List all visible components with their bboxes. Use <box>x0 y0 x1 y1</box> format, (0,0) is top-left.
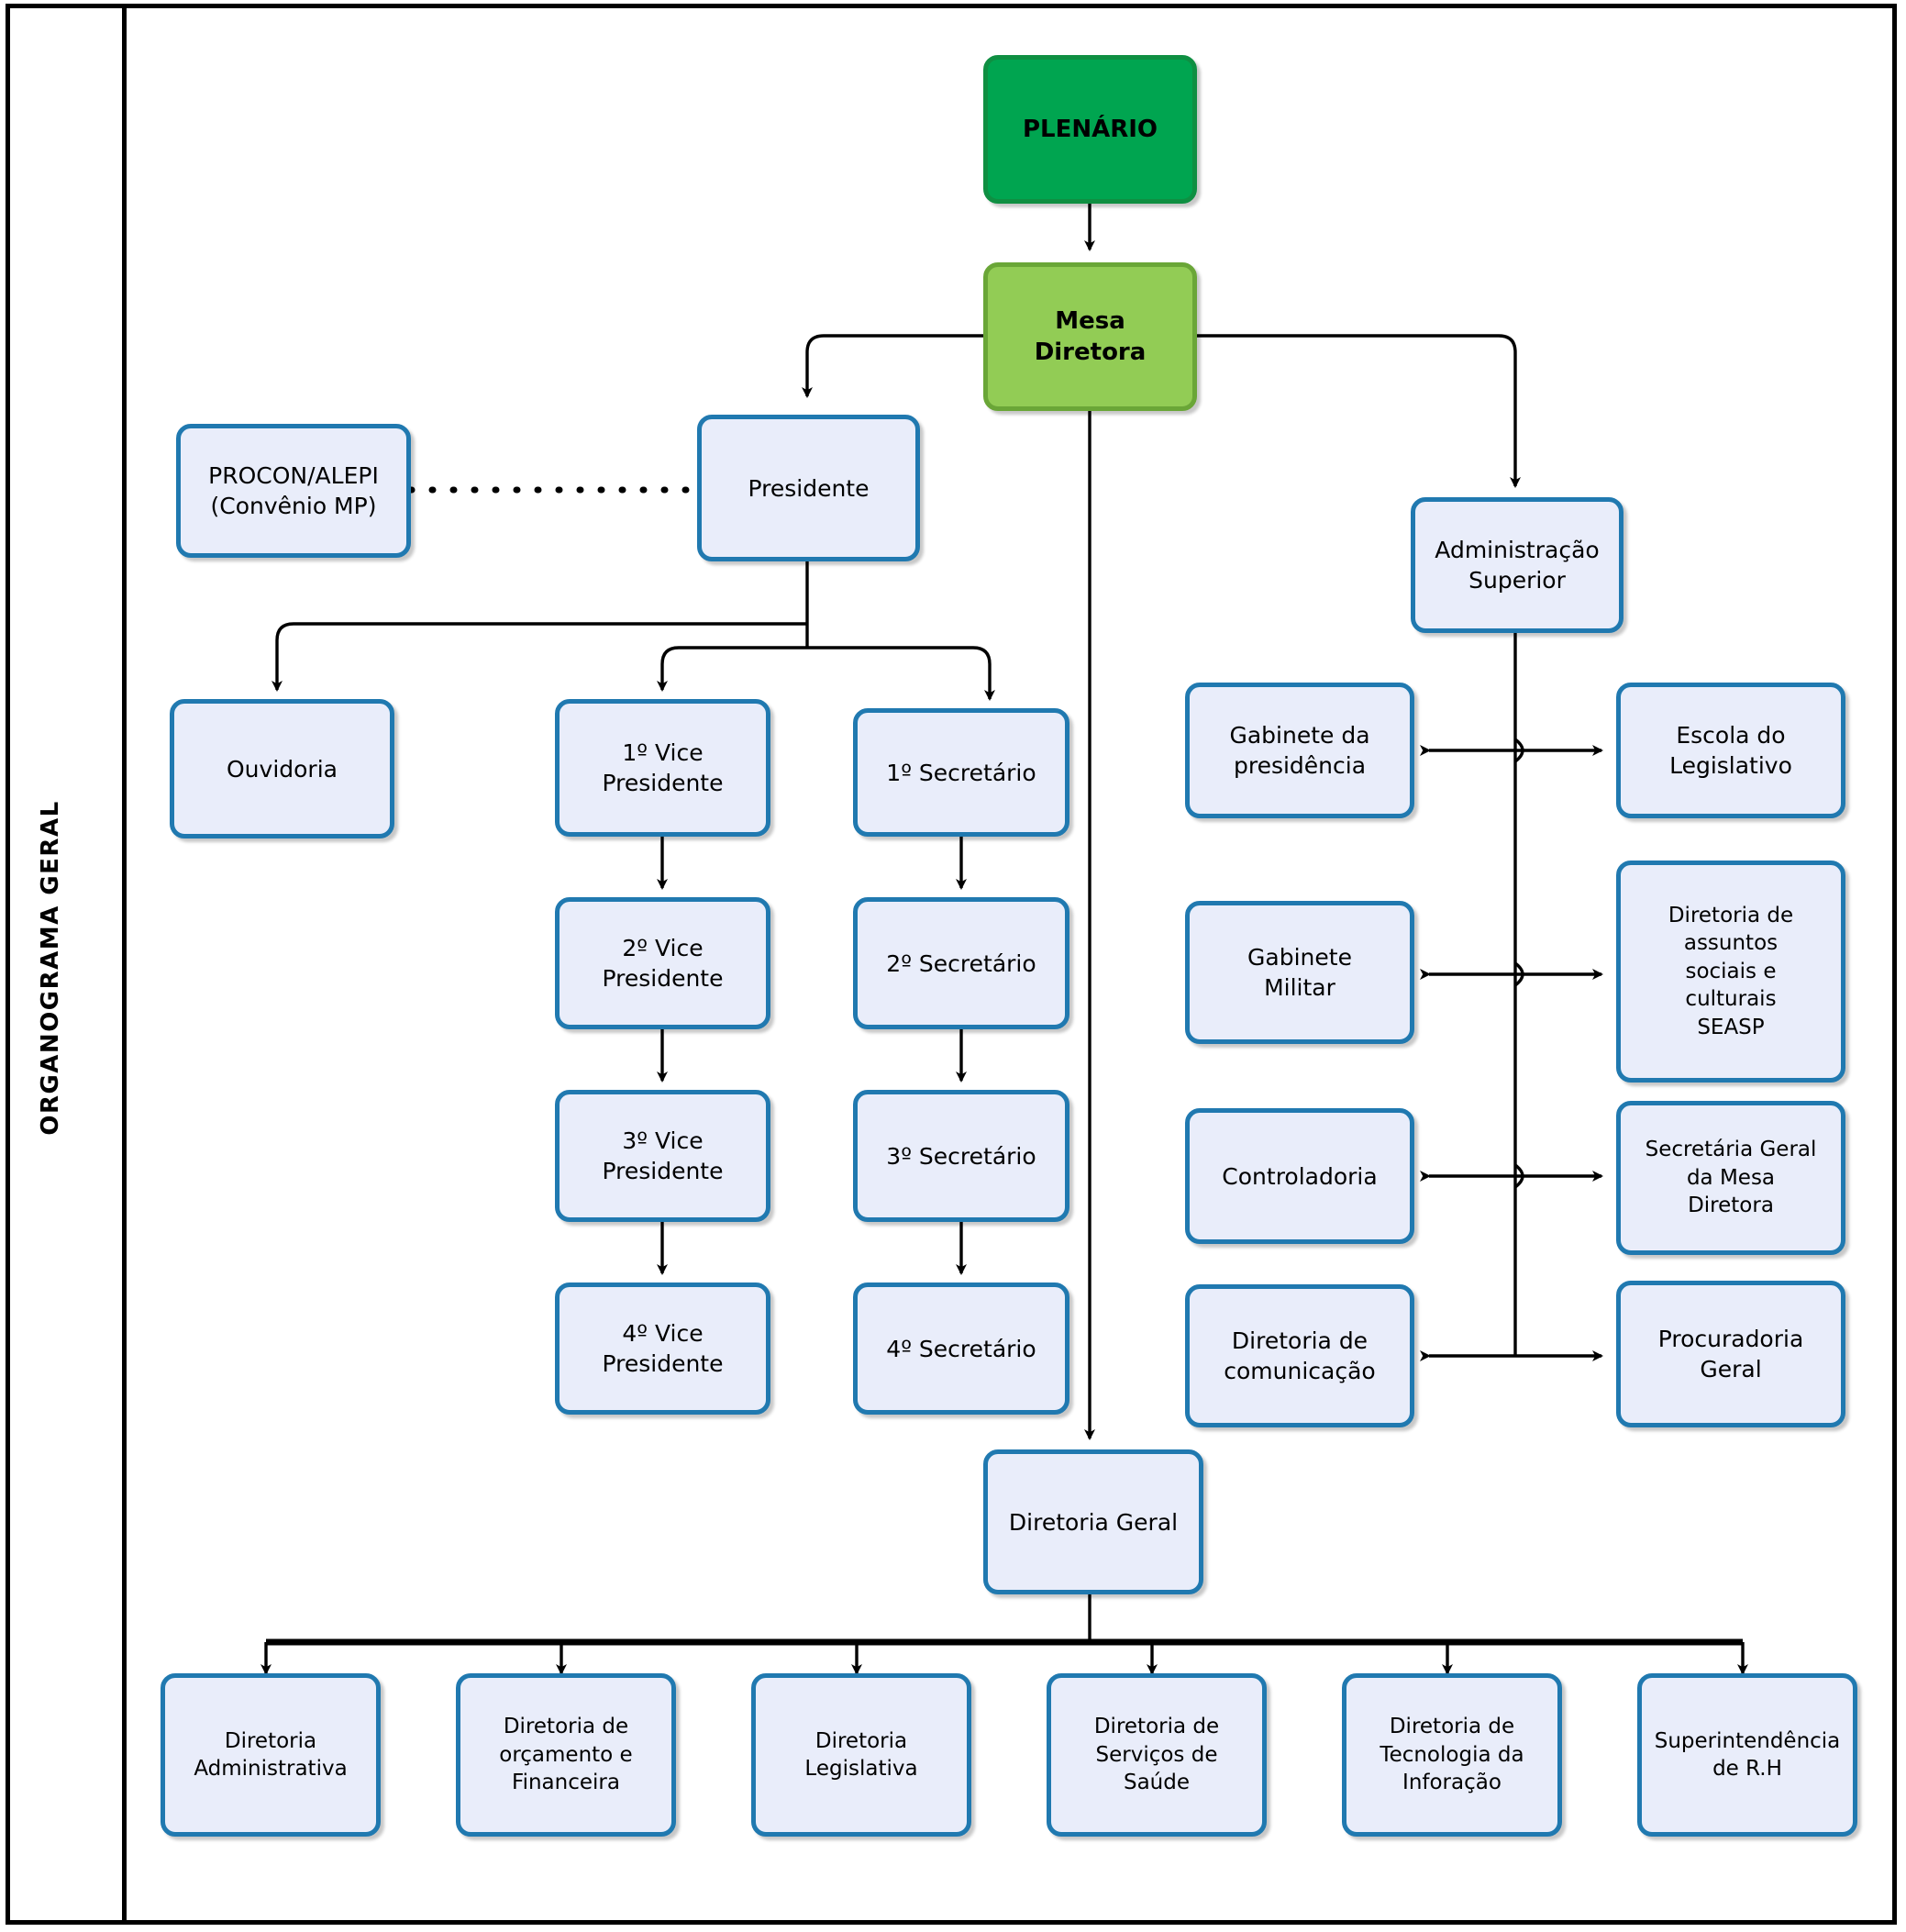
node-diretoria-assuntos-sociais[interactable]: Diretoria de assuntos sociais e culturai… <box>1616 861 1845 1083</box>
node-diretoria-administrativa[interactable]: Diretoria Administrativa <box>161 1673 381 1837</box>
node-vice-presidente-2[interactable]: 2º Vice Presidente <box>555 897 770 1029</box>
node-diretoria-geral[interactable]: Diretoria Geral <box>983 1449 1203 1594</box>
node-vice-presidente-1[interactable]: 1º Vice Presidente <box>555 699 770 837</box>
node-diretoria-comunicacao[interactable]: Diretoria de comunicação <box>1185 1284 1414 1427</box>
node-administracao-superior[interactable]: Administração Superior <box>1411 497 1623 633</box>
node-secretario-2[interactable]: 2º Secretário <box>853 897 1069 1029</box>
node-escola-legislativo[interactable]: Escola do Legislativo <box>1616 683 1845 818</box>
node-controladoria[interactable]: Controladoria <box>1185 1108 1414 1244</box>
node-secretario-3[interactable]: 3º Secretário <box>853 1090 1069 1222</box>
node-vice-presidente-3[interactable]: 3º Vice Presidente <box>555 1090 770 1222</box>
node-gabinete-militar[interactable]: Gabinete Militar <box>1185 901 1414 1044</box>
node-procon-alepi[interactable]: PROCON/ALEPI (Convênio MP) <box>176 424 411 558</box>
node-diretoria-orcamento-financeira[interactable]: Diretoria de orçamento e Financeira <box>456 1673 676 1837</box>
node-plenario[interactable]: PLENÁRIO <box>983 55 1197 204</box>
node-diretoria-legislativa[interactable]: Diretoria Legislativa <box>751 1673 971 1837</box>
node-ouvidoria[interactable]: Ouvidoria <box>170 699 394 838</box>
node-vice-presidente-4[interactable]: 4º Vice Presidente <box>555 1282 770 1415</box>
node-superintendencia-rh[interactable]: Superintendência de R.H <box>1637 1673 1857 1837</box>
outer-frame <box>6 4 1897 1925</box>
node-presidente[interactable]: Presidente <box>697 415 920 561</box>
node-secretario-1[interactable]: 1º Secretário <box>853 708 1069 837</box>
node-secretario-4[interactable]: 4º Secretário <box>853 1282 1069 1415</box>
title-column-divider <box>122 4 127 1925</box>
chart-side-title: ORGANOGRAMA GERAL <box>37 800 64 1136</box>
node-diretoria-servicos-saude[interactable]: Diretoria de Serviços de Saúde <box>1047 1673 1267 1837</box>
node-diretoria-tecnologia-informacao[interactable]: Diretoria de Tecnologia da Inforação <box>1342 1673 1562 1837</box>
node-gabinete-presidencia[interactable]: Gabinete da presidência <box>1185 683 1414 818</box>
node-procuradoria-geral[interactable]: Procuradoria Geral <box>1616 1281 1845 1427</box>
node-secretaria-geral-mesa[interactable]: Secretária Geral da Mesa Diretora <box>1616 1101 1845 1255</box>
node-mesa-diretora[interactable]: Mesa Diretora <box>983 262 1197 411</box>
